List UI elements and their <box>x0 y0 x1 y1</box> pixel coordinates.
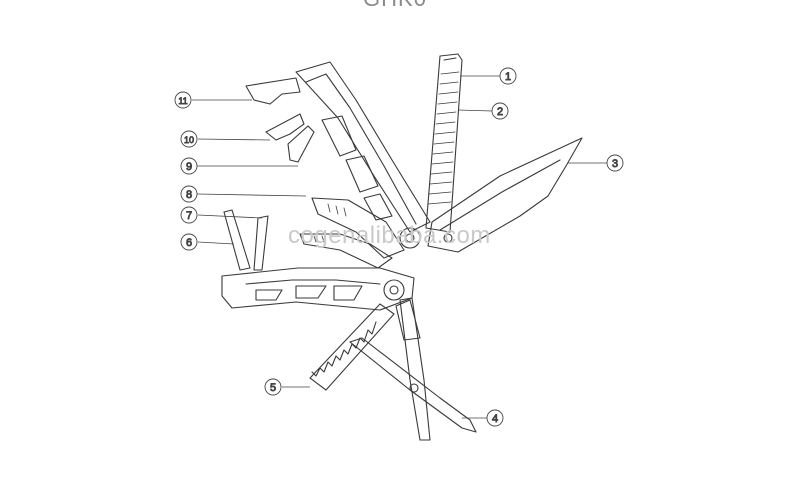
callout-2: 2 <box>491 102 509 120</box>
svg-text:9: 9 <box>186 161 192 173</box>
svg-text:4: 4 <box>492 413 498 425</box>
watermark-text: cogenalibaba.com <box>288 222 491 249</box>
svg-text:3: 3 <box>612 158 618 170</box>
callout-11: 11 <box>174 91 192 109</box>
callout-9: 9 <box>180 157 198 175</box>
saw-blade <box>309 303 395 391</box>
pliers-jaws <box>299 197 405 269</box>
callout-8: 8 <box>180 185 198 203</box>
page-title: GHK0 <box>0 0 790 12</box>
svg-text:6: 6 <box>186 237 192 249</box>
knife-blade <box>427 137 583 253</box>
opener-tools <box>245 77 315 163</box>
svg-text:7: 7 <box>186 210 192 222</box>
bit-carrier <box>395 299 421 341</box>
upper-handle <box>295 61 431 249</box>
svg-text:2: 2 <box>497 106 503 118</box>
svg-text:1: 1 <box>505 71 511 83</box>
lower-handle <box>221 267 415 311</box>
callout-4: 4 <box>486 409 504 427</box>
callout-5: 5 <box>264 378 282 396</box>
svg-text:5: 5 <box>270 382 276 394</box>
callout-6: 6 <box>180 233 198 251</box>
callout-1: 1 <box>499 67 517 85</box>
svg-text:11: 11 <box>178 96 187 106</box>
file-tool <box>425 53 463 233</box>
scissors <box>349 297 477 441</box>
svg-text:10: 10 <box>184 135 194 145</box>
small-blades <box>223 209 269 271</box>
svg-text:8: 8 <box>186 189 192 201</box>
callout-3: 3 <box>606 154 624 172</box>
callout-7: 7 <box>180 206 198 224</box>
callout-10: 10 <box>180 130 198 148</box>
